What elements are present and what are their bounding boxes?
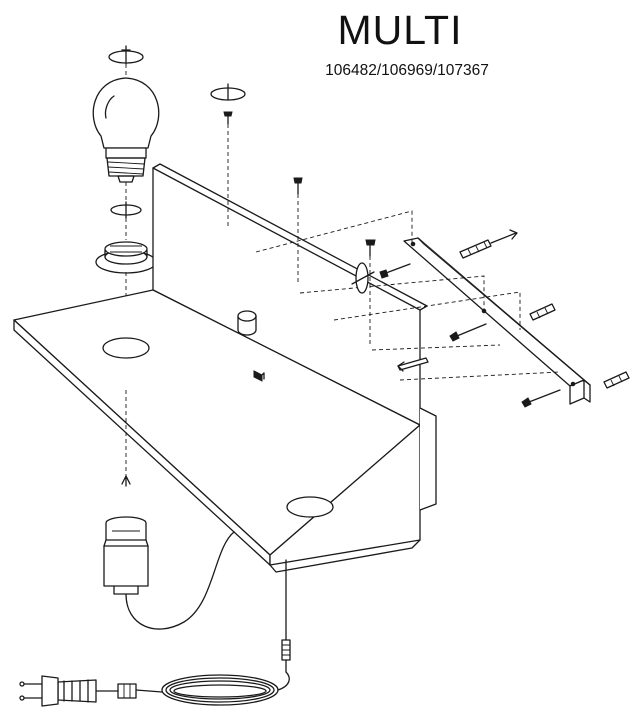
screw-icon bbox=[365, 239, 376, 257]
wall-plug-icon bbox=[529, 303, 556, 321]
retaining-clip-icon bbox=[108, 45, 144, 65]
plug-icon bbox=[19, 675, 97, 707]
product-title: MULTI bbox=[337, 7, 463, 53]
washer-icon bbox=[351, 262, 375, 294]
wall-shelf-icon bbox=[13, 163, 437, 573]
screw-icon bbox=[449, 323, 487, 342]
screw-icon bbox=[521, 389, 561, 408]
screw-icon bbox=[379, 263, 411, 279]
product-codes: 106482/106969/107367 bbox=[325, 62, 489, 79]
screw-icon bbox=[210, 83, 246, 125]
socket-icon bbox=[103, 516, 149, 595]
cable-icon bbox=[95, 531, 291, 706]
retaining-ring-icon bbox=[110, 201, 142, 219]
screw-icon bbox=[293, 177, 303, 195]
bulb-icon bbox=[92, 77, 160, 183]
wall-plug-icon bbox=[459, 229, 518, 259]
lamp-holder-nut-icon bbox=[95, 241, 157, 274]
arrow-icon bbox=[397, 357, 429, 372]
mounting-bracket-icon bbox=[403, 237, 591, 405]
wall-plug-icon bbox=[603, 371, 630, 389]
